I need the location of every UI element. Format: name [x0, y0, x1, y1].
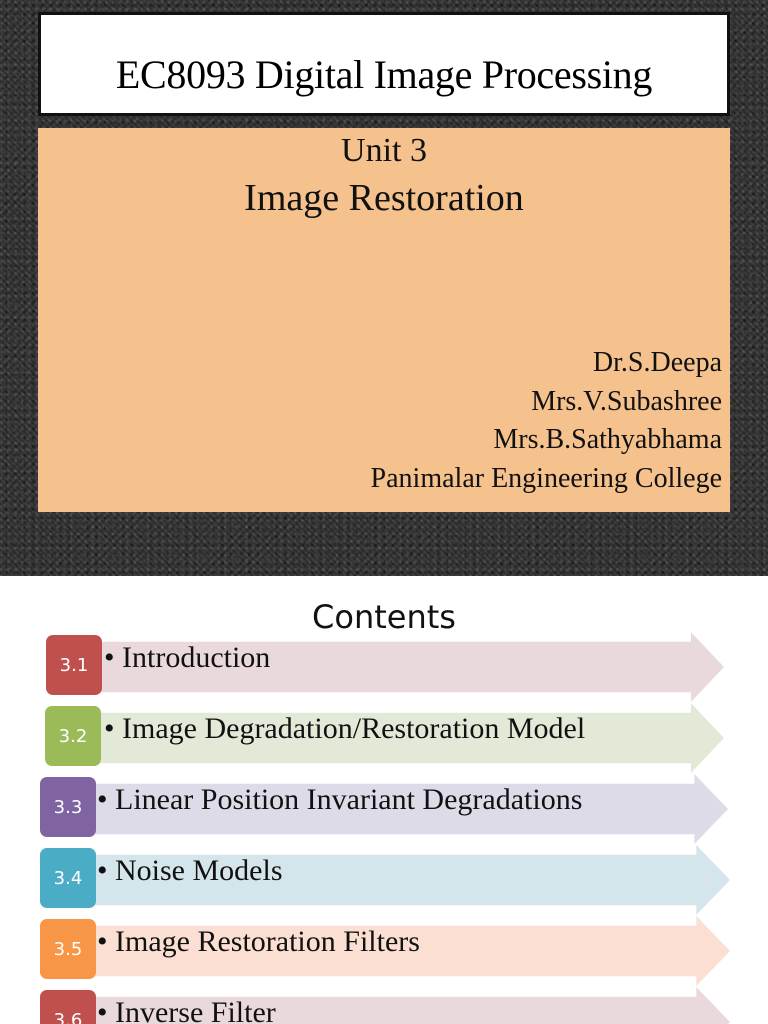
course-title: EC8093 Digital Image Processing [115, 51, 653, 97]
item-label: • Image Restoration Filters [97, 925, 420, 958]
author-line: Mrs.V.Subashree [531, 385, 722, 417]
item-arrow [94, 774, 728, 844]
item-label: • Noise Models [97, 854, 283, 887]
unit-content-box: Unit 3 Image Restoration Dr.S.Deepa Mrs.… [38, 128, 730, 512]
item-arrow [100, 632, 724, 702]
contents-item: 3.3 • Linear Position Invariant Degradat… [0, 774, 768, 844]
item-number-badge: 3.1 [46, 635, 102, 695]
contents-item: 3.1 • Introduction [0, 632, 768, 702]
item-label: • Image Degradation/Restoration Model [104, 712, 586, 745]
author-line: Dr.S.Deepa [592, 347, 722, 378]
item-arrow [94, 916, 730, 986]
item-arrow [94, 845, 730, 915]
item-number-badge: 3.6 [40, 990, 96, 1024]
title-slide: EC8093 Digital Image Processing Unit 3 I… [0, 0, 768, 576]
item-number-badge: 3.5 [40, 919, 96, 979]
contents-item: 3.4 • Noise Models [0, 845, 768, 915]
item-arrow [100, 703, 724, 773]
unit-label: Unit 3 [341, 132, 427, 169]
contents-slide: Contents 3.1 • Introduction 3.2 • Image … [0, 576, 768, 1024]
item-number-badge: 3.3 [40, 777, 96, 837]
item-label: • Introduction [104, 641, 271, 674]
item-number-badge: 3.4 [40, 848, 96, 908]
contents-item: 3.5 • Image Restoration Filters [0, 916, 768, 986]
item-number-badge: 3.2 [45, 706, 101, 766]
unit-topic: Image Restoration [244, 177, 524, 219]
item-label: • Inverse Filter [97, 996, 276, 1024]
contents-title: Contents [312, 598, 456, 636]
title-box: EC8093 Digital Image Processing [38, 12, 730, 116]
author-line: Mrs.B.Sathyabhama [493, 424, 722, 455]
author-list: Dr.S.Deepa Mrs.V.Subashree Mrs.B.Sathyab… [371, 344, 722, 498]
contents-item: 3.2 • Image Degradation/Restoration Mode… [0, 703, 768, 773]
institution-name: Panimalar Engineering College [370, 462, 722, 494]
item-label: • Linear Position Invariant Degradations [97, 783, 583, 816]
contents-item: 3.6 • Inverse Filter [0, 987, 768, 1024]
